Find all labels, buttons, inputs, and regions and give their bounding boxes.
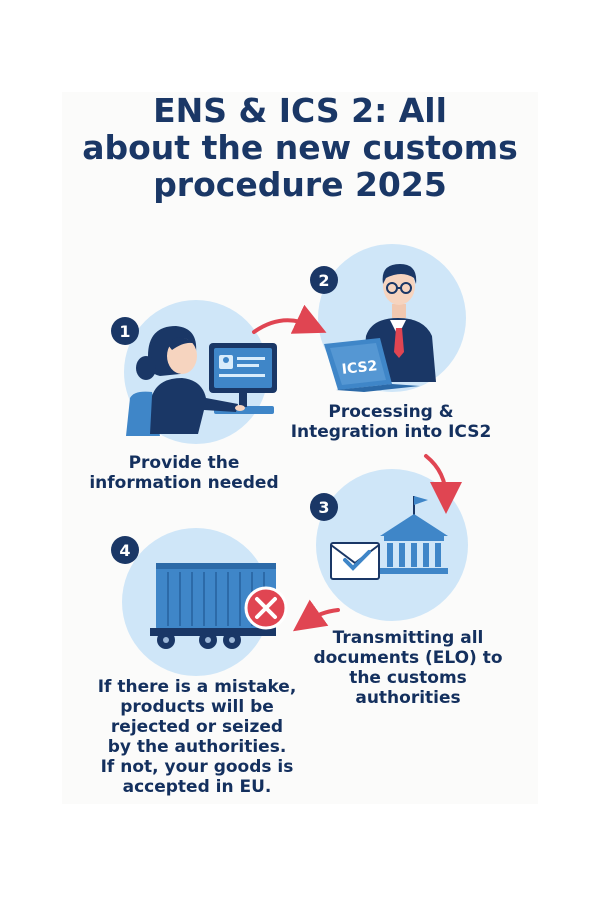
step-4-illustration: 4: [111, 528, 288, 676]
step-1-badge: [111, 317, 139, 345]
step-3-caption-line-4: authorities: [355, 688, 461, 708]
title-line-3: procedure 2025: [153, 165, 447, 204]
computer-monitor-icon: [209, 343, 277, 407]
step-4-caption-line-1: If there is a mistake,: [97, 677, 297, 697]
arrow-step-1-to-2: [252, 304, 327, 334]
title-line-1: ENS & ICS 2: All: [153, 91, 447, 130]
step-4-caption-line-4: by the authorities.: [107, 737, 287, 757]
infographic-title: ENS & ICS 2: All about the new customs p…: [60, 92, 540, 203]
step-4-caption: If there is a mistake, products will be …: [78, 677, 316, 797]
step-1-caption-line-2: information needed: [89, 473, 279, 493]
step-1-number: 1: [119, 322, 130, 341]
step-3-caption-line-2: documents (ELO) to: [313, 648, 503, 668]
title-line-2: about the new customs: [82, 128, 518, 167]
arrow-step-3-to-4: [292, 599, 340, 632]
step-2-illustration: ICS2 2: [310, 244, 466, 392]
infographic-card: [62, 92, 538, 804]
step-1-caption: Provide the information needed: [70, 453, 298, 493]
step-2-number: 2: [318, 271, 329, 290]
step-4-caption-line-5: If not, your goods is: [100, 757, 294, 777]
step-3-caption-line-3: the customs: [349, 668, 467, 688]
step-3-caption: Transmitting all documents (ELO) to the …: [300, 628, 516, 708]
step-3-caption-line-1: Transmitting all: [332, 628, 484, 648]
step-4-number: 4: [119, 541, 130, 560]
step-2-caption: Processing & Integration into ICS2: [290, 402, 492, 442]
step-2-caption-line-1: Processing &: [328, 402, 454, 422]
laptop-label: ICS2: [341, 358, 378, 378]
rejected-x-icon: [244, 586, 288, 630]
step-1-illustration: 1: [111, 300, 277, 444]
arrow-step-2-to-3: [424, 454, 462, 514]
step-2-badge: [310, 266, 338, 294]
step-4-badge: [111, 536, 139, 564]
step-2-caption-line-2: Integration into ICS2: [290, 422, 492, 442]
step-4-caption-line-2: products will be: [120, 697, 274, 717]
step-4-caption-line-3: rejected or seized: [110, 717, 284, 737]
laptop-icon: [324, 338, 420, 392]
step-3-number: 3: [318, 498, 329, 517]
customs-building-icon: [380, 496, 448, 574]
woman-at-computer-icon: [136, 326, 245, 434]
step-1-caption-line-1: Provide the: [128, 453, 240, 473]
step-4-caption-line-6: accepted in EU.: [122, 777, 272, 797]
step-3-badge: [310, 493, 338, 521]
envelope-check-icon: [330, 542, 380, 580]
